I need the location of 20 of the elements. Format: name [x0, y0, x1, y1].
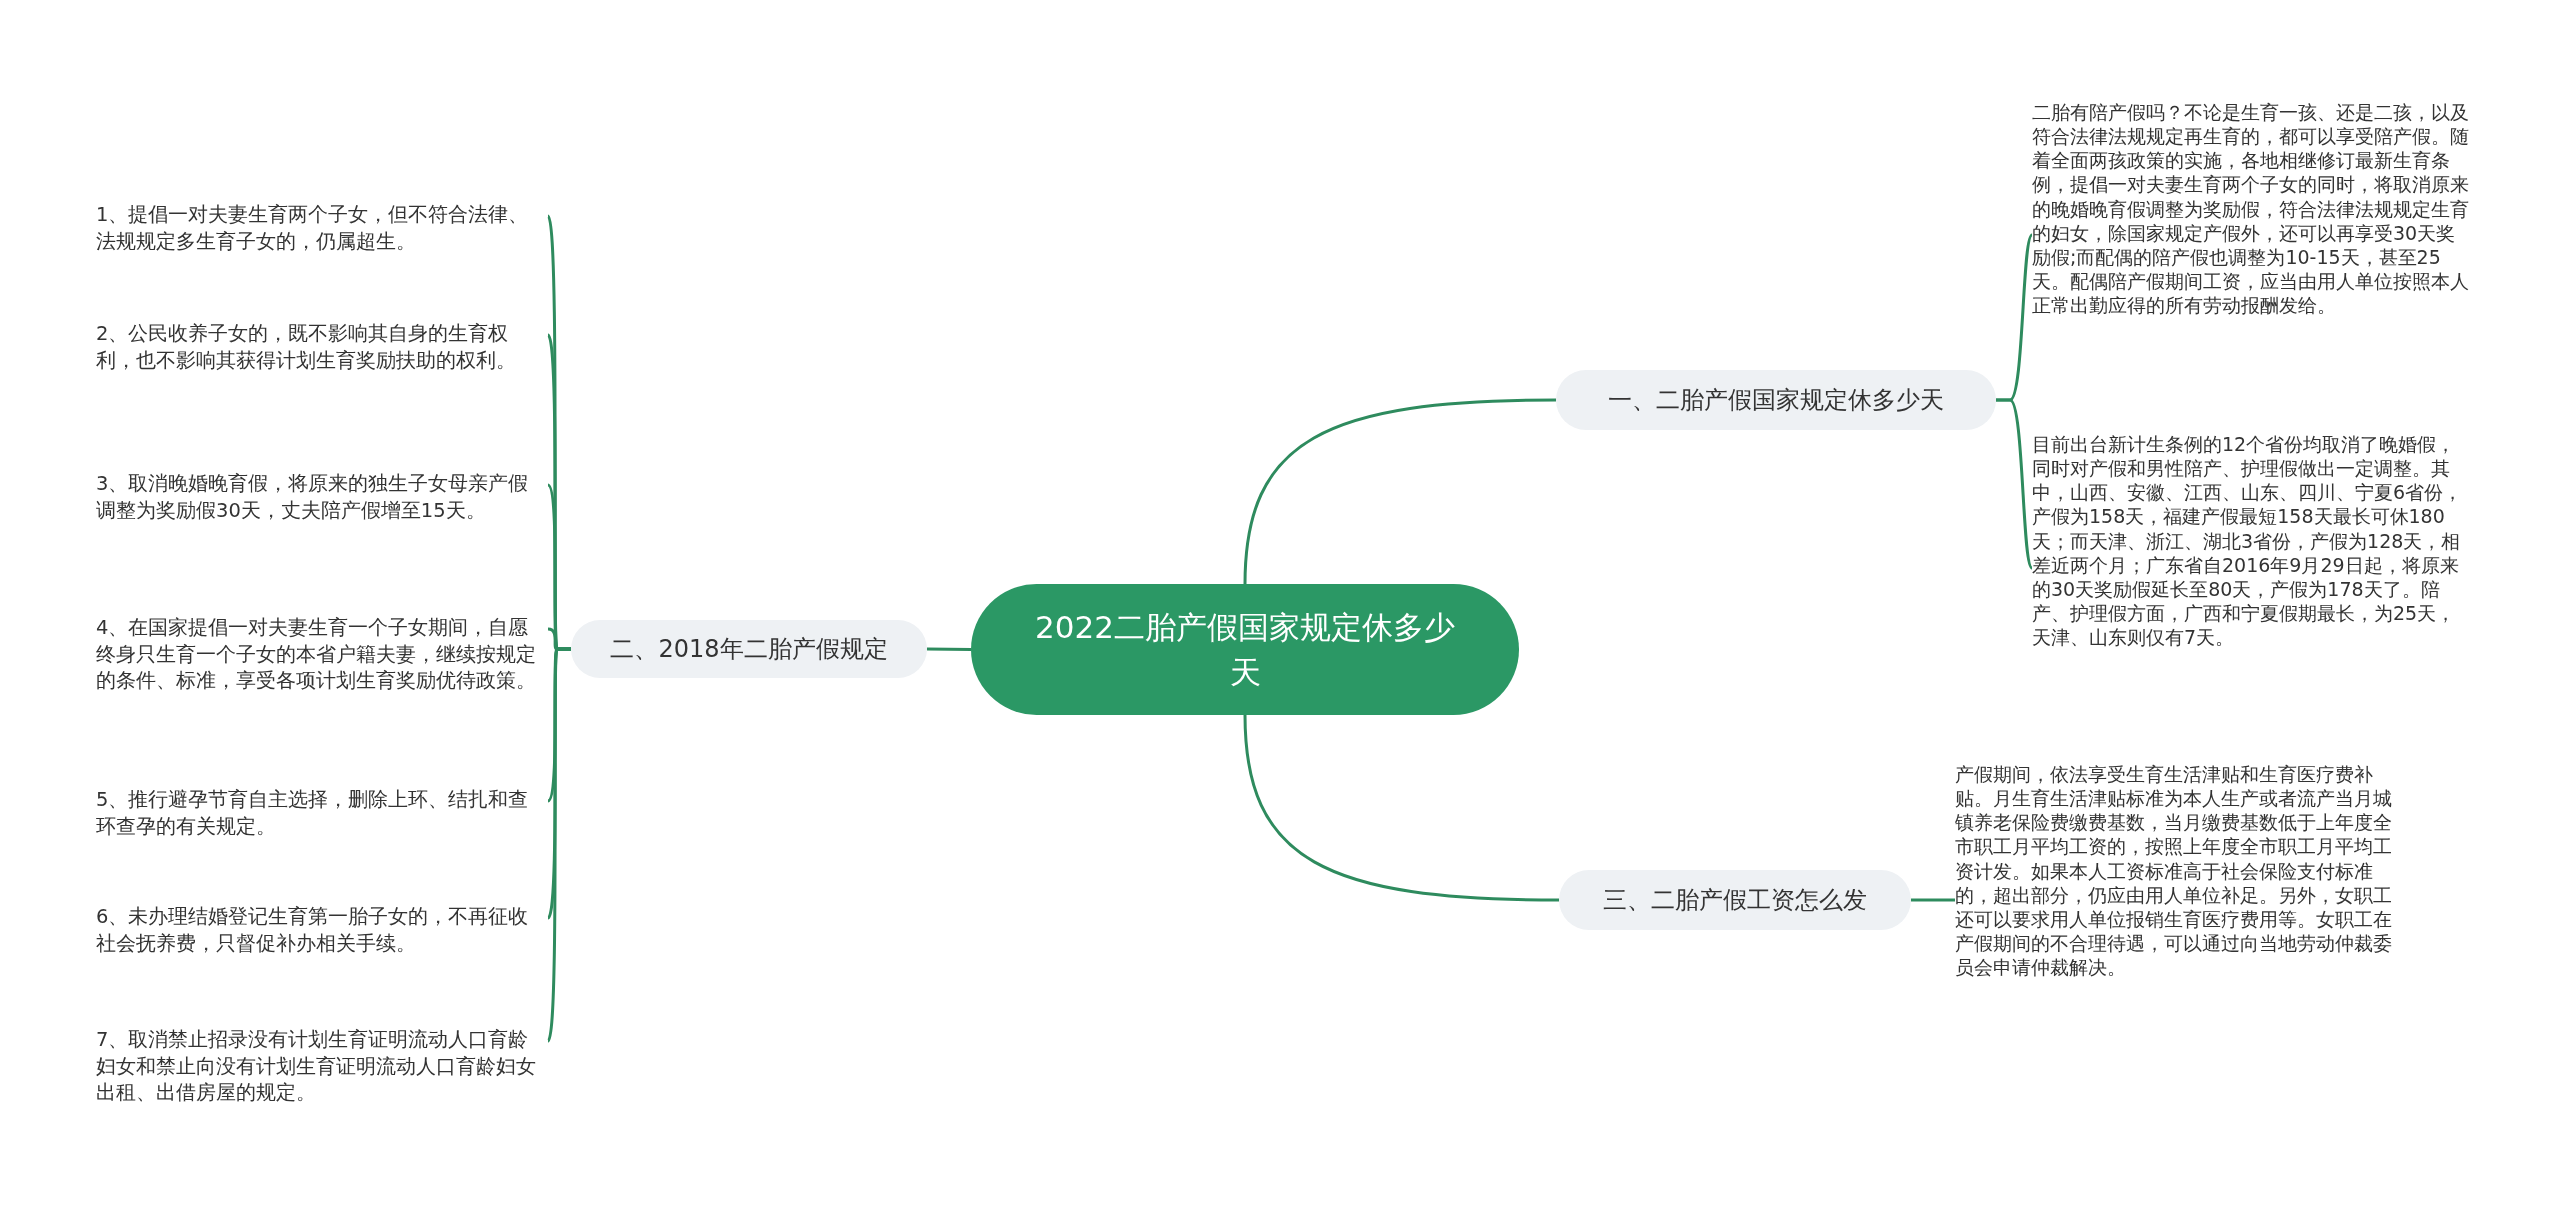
branch-pill: 二、2018年二胎产假规定	[571, 620, 927, 678]
note-text: 4、在国家提倡一对夫妻生育一个子女期间，自愿终身只生育一个子女的本省户籍夫妻，继续按规定的条件、标准，享受各项计划生育奖励优待政策。	[96, 615, 548, 731]
note-text: 3、取消晚婚晚育假，将原来的独生子女母亲产假调整为奖励假30天，丈夫陪产假增至15天。	[96, 471, 548, 561]
connector	[1243, 398, 1557, 585]
connector	[546, 647, 571, 1042]
connector	[927, 647, 971, 651]
note-text: 5、推行避孕节育自主选择，删除上环、结扎和查环查孕的有关规定。	[96, 787, 548, 849]
connector	[1911, 898, 1955, 902]
note-text: 二胎有陪产假吗？不论是生育一孩、还是二孩，以及符合法律法规规定再生育的，都可以享受陪产假。随着全面两孩政策的实施，各地相继修订最新生育条例，提倡一对夫妻生育两个子女的同时，将取消原来的晚婚晚育假调整为奖励假，符合法律法规规定生育的妇女，除国家规定产假外，还可以再享受30天奖励假;而配偶的陪产假也调整为10-15天，甚至25天。配偶陪产假期间工资，应当由用人单位按照本人正常出勤应得的所有劳动报酬发给。	[2032, 100, 2472, 370]
note-text: 2、公民收养子女的，既不影响其自身的生育权利，也不影响其获得计划生育奖励扶助的权利。	[96, 321, 548, 411]
note-text: 6、未办理结婚登记生育第一胎子女的，不再征收社会抚养费，只督促补办相关手续。	[96, 904, 548, 966]
branch-pill: 三、二胎产假工资怎么发	[1559, 870, 1911, 930]
note-text: 目前出台新计生条例的12个省份均取消了晚婚假，同时对产假和男性陪产、护理假做出一定调整。其中，山西、安徽、江西、山东、四川、宁夏6省份，产假为158天，福建产假最短158天最长可休180天；而天津、浙江、湖北3省份，产假为128天，相差近两个月；广东省自2016年9月29日起，将原来的30天奖励假延长至80天，产假为178天了。陪产、护理假方面，广西和宁夏假期最长，为25天，天津、山东则仅有7天。	[2032, 432, 2472, 704]
connector	[1243, 714, 1560, 902]
note-text: 1、提倡一对夫妻生育两个子女，但不符合法律、法规规定多生育子女的，仍属超生。	[96, 202, 548, 264]
branch-pill: 一、二胎产假国家规定休多少天	[1556, 370, 1996, 430]
note-text: 7、取消禁止招录没有计划生育证明流动人口育龄妇女和禁止向没有计划生育证明流动人口育龄妇女出租、出借房屋的规定。	[96, 1027, 548, 1117]
connector	[1996, 398, 2034, 569]
topic-pill: 2022二胎产假国家规定休多少天	[971, 584, 1519, 715]
note-text: 产假期间，依法享受生育生活津贴和生育医疗费补贴。月生育生活津贴标准为本人生产或者流产当月城镇养老保险费缴费基数，当月缴费基数低于上年度全市职工月平均工资的，按照上年度全市职工月平均工资计发。如果本人工资标准高于社会保险支付标准的，超出部分，仍应由用人单位补足。另外，女职工还可以要求用人单位报销生育医疗费用等。女职工在产假期间的不合理待遇，可以通过向当地劳动仲裁委员会申请仲裁解决。	[1955, 762, 2405, 1038]
